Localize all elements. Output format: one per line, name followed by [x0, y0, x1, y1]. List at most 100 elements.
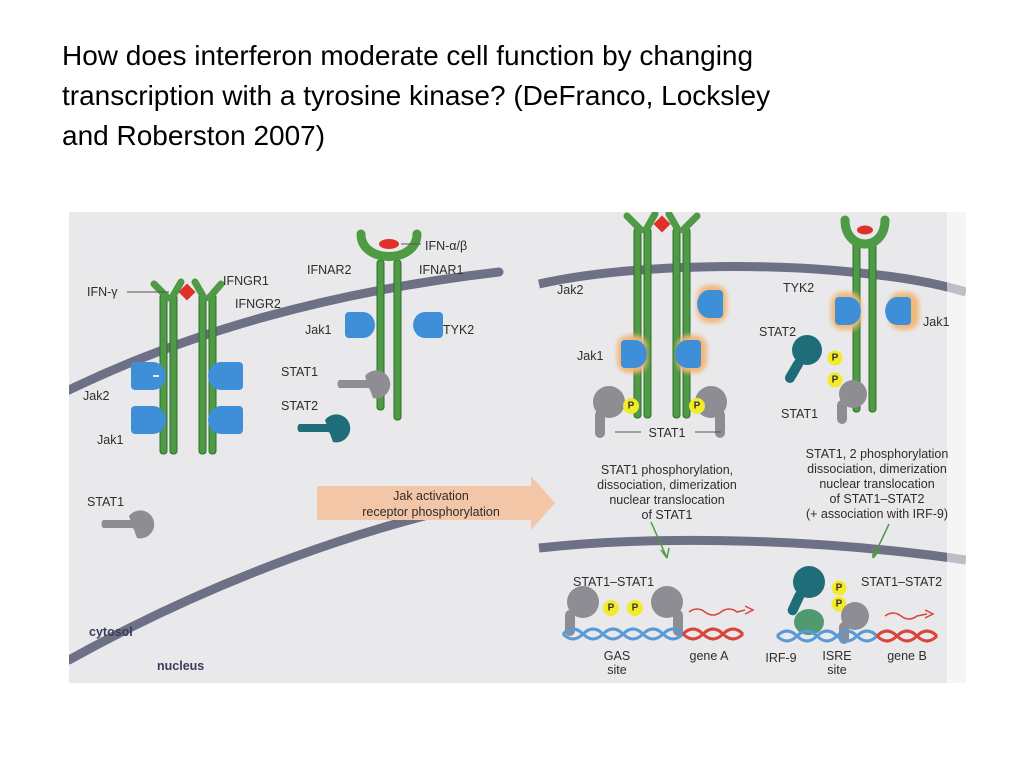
jak1-left-bean: [131, 406, 166, 434]
alpha-caption-5: (+ association with IRF-9): [806, 507, 948, 521]
jak2-left-bean: [131, 362, 166, 390]
label-jak2-right: Jak2: [557, 283, 583, 297]
diagram-canvas: P P P P P P: [69, 212, 966, 683]
jak1-active-bean-alpha: [885, 297, 911, 325]
stat1-molecule-mid: [337, 370, 391, 399]
tyk2-jak1-active: [831, 292, 919, 330]
label-ifngr1: IFNGR1: [223, 274, 269, 288]
ifnar-activated-complex: [840, 215, 890, 413]
tyk2-active-bean: [835, 297, 861, 325]
ifnar-ligand-cup: [356, 229, 422, 261]
label-stat1-right: STAT1: [781, 407, 818, 421]
ifngr-active-chain-1: [633, 227, 642, 419]
jak1-active-bean-left: [621, 340, 647, 368]
label-tyk2-mid: TYK2: [443, 323, 474, 337]
title-line-2: transcription with a tyrosine kinase? (D…: [62, 80, 771, 111]
label-tyk2-right: TYK2: [783, 281, 814, 295]
isre-p2-label: P: [836, 599, 843, 610]
phospho-p-left: [623, 398, 639, 414]
stat1-dimer-gas: P P: [565, 586, 683, 636]
dna-isre-gene-b: [775, 609, 939, 643]
ifnar1-chain: [393, 259, 402, 421]
nuclear-membrane-right: [538, 535, 966, 565]
arrow-to-alpha-dimer: [872, 523, 890, 559]
label-gene-a: gene A: [690, 649, 730, 663]
label-jak1-right: Jak1: [577, 349, 603, 363]
tyk2-bean-mid: [413, 312, 443, 338]
label-stat2-right: STAT2: [759, 325, 796, 339]
gas-p1-label: P: [608, 603, 615, 614]
label-jak1-alpha: Jak1: [923, 315, 949, 329]
label-isre-site: site: [827, 663, 847, 677]
ifn-alpha-beta-bound: [857, 225, 873, 235]
gamma-caption-2: dissociation, dimerization: [597, 478, 737, 492]
label-stat1-left: STAT1: [87, 495, 124, 509]
label-gas: GAS: [604, 649, 630, 663]
label-ifngr2: IFNGR2: [235, 297, 281, 311]
phospho-p-bottom-label: P: [832, 375, 839, 386]
label-ifnar1: IFNAR1: [419, 263, 464, 277]
ifngr2-chain: [198, 293, 207, 455]
label-stat1-mid: STAT1: [281, 365, 318, 379]
stat1-molecule-left: [101, 510, 155, 539]
label-ifn-gamma: IFN-γ: [87, 285, 118, 299]
ifngr-active-chain-3: [672, 227, 681, 419]
label-stat1-stat2: STAT1–STAT2: [861, 575, 942, 589]
interferon-signaling-diagram: P P P P P P: [69, 212, 966, 683]
stat1-stat2-irf9-complex: P P: [787, 566, 869, 644]
phospho-p-right-label: P: [694, 401, 701, 412]
jak2-right-bean: [208, 362, 243, 390]
isre-p1-label: P: [836, 583, 843, 594]
ifn-alpha-beta-ligand: [379, 239, 399, 249]
slide-title: How does interferon moderate cell functi…: [62, 36, 962, 156]
gamma-caption-1: STAT1 phosphorylation,: [601, 463, 733, 477]
label-stat1-stat1: STAT1–STAT1: [573, 575, 654, 589]
ifngr-ligand-arms: [150, 278, 225, 302]
alpha-caption-2: dissociation, dimerization: [807, 462, 947, 476]
stat2-molecule-mid: [297, 414, 351, 443]
ifngr-active-chain-2: [643, 227, 652, 419]
label-isre: ISRE: [822, 649, 851, 663]
alpha-caption-3: nuclear translocation: [819, 477, 934, 491]
label-jak1-left: Jak1: [97, 433, 123, 447]
transcript-b: [884, 612, 928, 620]
jak2-active-bean: [697, 290, 723, 318]
label-ifnar2: IFNAR2: [307, 263, 352, 277]
label-gas-site: site: [607, 663, 627, 677]
ifngr-active-arms: [623, 212, 701, 234]
phospho-p-right: [689, 398, 705, 414]
jak-beans-left: [131, 362, 243, 434]
title-line-1: How does interferon moderate cell functi…: [62, 40, 754, 71]
ifngr-activated-complex: [623, 212, 701, 419]
transcript-a: [688, 608, 746, 616]
gas-p2-label: P: [632, 603, 639, 614]
label-jak1-mid: Jak1: [305, 323, 331, 337]
label-cytosol: cytosol: [89, 625, 133, 639]
arrow-to-gamma-dimer: [650, 521, 668, 559]
alpha-caption-4: of STAT1–STAT2: [830, 492, 925, 506]
label-stat2-mid: STAT2: [281, 399, 318, 413]
stat1-pair-receptor: P P: [593, 386, 727, 438]
label-nucleus: nucleus: [157, 659, 204, 673]
jak1-right-bean: [208, 406, 243, 434]
label-receptor-phosphorylation: receptor phosphorylation: [362, 505, 500, 519]
label-ifn-alpha-beta: IFN-α/β: [425, 239, 467, 253]
irf9-molecule: [794, 609, 824, 635]
title-line-3: and Roberston 2007): [62, 120, 326, 151]
gamma-caption-4: of STAT1: [642, 508, 693, 522]
plasma-membrane-left: [69, 267, 504, 395]
label-jak-activation: Jak activation: [393, 489, 469, 503]
jak1-tyk2-left: [345, 312, 443, 338]
gamma-caption-3: nuclear translocation: [609, 493, 724, 507]
label-stat1-pair: STAT1: [648, 426, 685, 440]
label-irf9: IRF-9: [765, 651, 796, 665]
ifn-gamma-bound: [653, 215, 671, 233]
ifngr-active-chain-4: [682, 227, 691, 419]
label-gene-b: gene B: [887, 649, 927, 663]
label-jak2-left: Jak2: [83, 389, 109, 403]
stat2-stat1-receptor: P P: [785, 335, 867, 424]
ifngr1-chain-b: [169, 293, 178, 455]
alpha-caption-1: STAT1, 2 phosphorylation: [806, 447, 949, 461]
jak1-active-bean-right: [675, 340, 701, 368]
plasma-membrane-right: [538, 262, 966, 297]
